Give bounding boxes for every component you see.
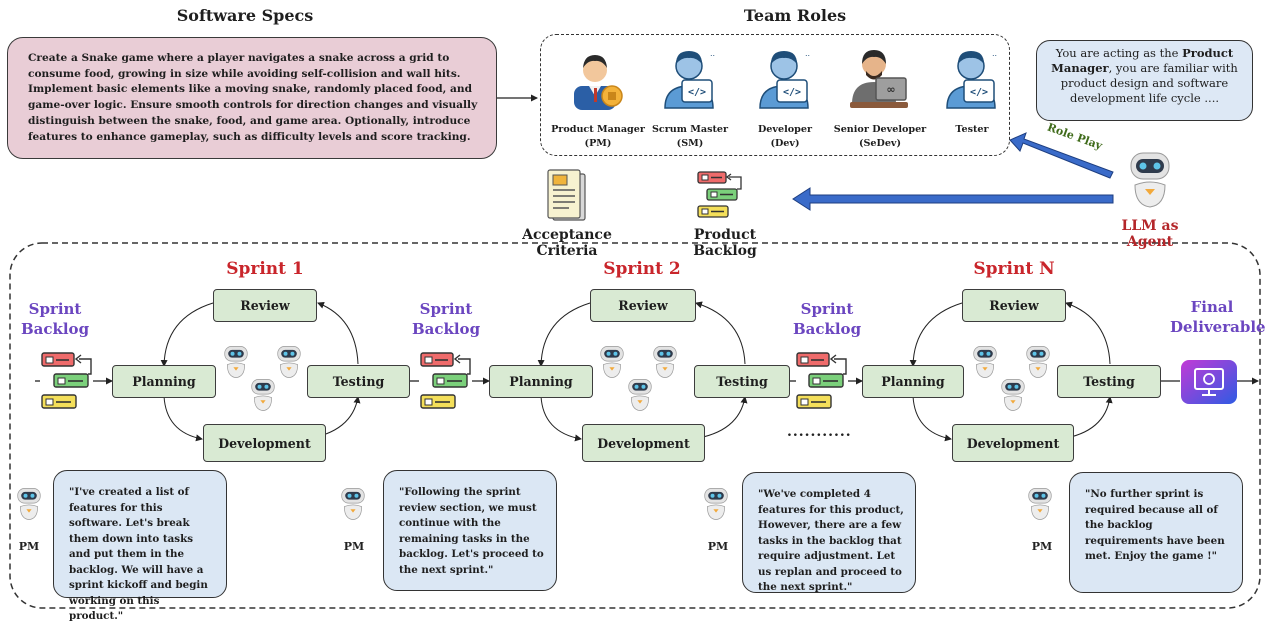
pm-robot-icon <box>16 487 42 525</box>
agent-robot-icon <box>276 345 302 383</box>
sprint-1-review-box: Review <box>213 289 317 322</box>
acceptance-criteria-label: Acceptance Criteria <box>522 227 612 259</box>
senior-developer-icon: ∞ <box>850 50 908 108</box>
role-label-tester: Tester <box>955 124 989 135</box>
tester-icon: </> .. <box>946 49 997 109</box>
sprint-1-title: Sprint 1 <box>226 259 304 279</box>
agent-robot-icon <box>972 345 998 383</box>
sprint-n-testing-box: Testing <box>1057 365 1161 398</box>
product-backlog-icon <box>697 171 742 218</box>
sprint-backlog-icon <box>41 352 92 409</box>
pm-label-4: PM <box>1031 540 1053 553</box>
pm-label-3: PM <box>707 540 729 553</box>
agent-robot-icon <box>1000 378 1026 416</box>
sprint-1-planning-box: Planning <box>112 365 216 398</box>
acceptance-criteria-icon <box>547 169 586 221</box>
svg-text:..: .. <box>992 49 997 58</box>
software-spec-text: Create a Snake game where a player navig… <box>28 52 478 143</box>
pm-quote-bubble-1: "I've created a list of features for thi… <box>53 470 227 622</box>
agent-robot-icon <box>627 378 653 416</box>
agent-robot-icon <box>250 378 276 416</box>
svg-text:..: .. <box>710 49 715 58</box>
pm-label-1: PM <box>18 540 40 553</box>
sprint-2-planning-box: Planning <box>489 365 593 398</box>
scrum-master-icon: </> .. <box>664 49 715 109</box>
role-label-dev: Developer(Dev) <box>757 124 812 149</box>
pm-quote-bubble-4: "No further sprint is required because a… <box>1069 472 1243 593</box>
sprint-2-title: Sprint 2 <box>603 259 681 279</box>
role-label-sedev: Senior Developer(SeDev) <box>833 124 927 149</box>
sprint-n-title: Sprint N <box>973 259 1055 279</box>
llm-to-backlog-arrow <box>792 187 1114 211</box>
svg-text:</>: </> <box>970 87 988 98</box>
svg-text:</>: </> <box>688 87 706 98</box>
sprint-backlog-icon <box>420 352 471 409</box>
llm-agent-robot-icon <box>1130 152 1170 208</box>
agent-robot-icon <box>1025 345 1051 383</box>
pm-prompt-box: You are acting as the Product Manager, y… <box>1036 40 1253 121</box>
team-roles-box <box>540 34 1010 156</box>
svg-text:∞: ∞ <box>886 83 895 96</box>
product-backlog-label: Product Backlog <box>693 227 757 259</box>
ellipsis-separator: ........... <box>787 424 852 440</box>
pm-quote-bubble-2: "Following the sprint review section, we… <box>383 470 557 591</box>
agent-robot-icon <box>223 345 249 383</box>
sprint-1-testing-box: Testing <box>307 365 410 398</box>
sprint-n-review-box: Review <box>962 289 1066 322</box>
llm-agent-label: LLM as Agent <box>1121 218 1179 250</box>
sprint-backlog-icon <box>796 352 847 409</box>
svg-text:</>: </> <box>783 87 801 98</box>
role-play-arrow <box>1009 132 1114 179</box>
role-label-pm: Product Manager(PM) <box>551 124 645 149</box>
svg-text:..: .. <box>805 49 810 58</box>
software-specs-heading: Software Specs <box>176 6 314 25</box>
team-roles-heading: Team Roles <box>743 6 847 25</box>
sprint-1-development-box: Development <box>203 424 326 462</box>
sprint-container <box>9 242 1261 609</box>
agent-robot-icon <box>652 345 678 383</box>
pm-robot-icon <box>1027 487 1053 525</box>
sprint-2-development-box: Development <box>582 424 705 462</box>
final-deliverable-icon <box>1181 360 1237 404</box>
sprint-n-planning-box: Planning <box>862 365 964 398</box>
developer-icon: </> .. <box>759 49 810 109</box>
agent-robot-icon <box>599 345 625 383</box>
pm-label-2: PM <box>343 540 365 553</box>
pm-robot-icon <box>340 487 366 525</box>
sprint-2-review-box: Review <box>590 289 696 322</box>
software-spec-box: Create a Snake game where a player navig… <box>7 37 497 159</box>
pm-quote-bubble-3: "We've completed 4 features for this pro… <box>742 472 916 593</box>
pm-robot-icon <box>703 487 729 525</box>
role-label-sm: Scrum Master(SM) <box>651 124 729 149</box>
sprint-n-development-box: Development <box>952 424 1074 462</box>
product-manager-icon <box>574 55 623 110</box>
sprint-2-testing-box: Testing <box>694 365 790 398</box>
